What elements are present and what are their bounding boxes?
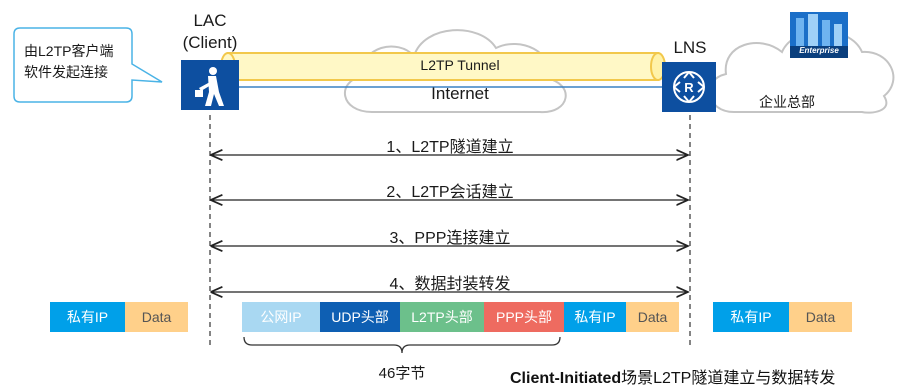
enterprise-label: 企业总部 [759, 94, 815, 110]
header-brace [243, 336, 561, 354]
left-packet-private-ip: 私有IP [50, 302, 125, 332]
callout-text: 由L2TP客户端 软件发起连接 [24, 41, 113, 83]
mid-packet-l2tp-header: L2TP头部 [400, 302, 484, 332]
lac-label-line1: LAC [193, 11, 227, 30]
callout-line-1: 由L2TP客户端 [24, 43, 114, 59]
caption-bold: Client-Initiated [510, 370, 622, 387]
callout-bubble [13, 27, 163, 103]
tunnel-label: L2TP Tunnel [420, 57, 500, 73]
enterprise-building-icon [790, 12, 848, 58]
diagram-caption: Client-Initiated场景L2TP隧道建立与数据转发 [510, 364, 835, 388]
callout-line-2: 软件发起连接 [24, 64, 108, 80]
right-packet-private-ip: 私有IP [713, 302, 789, 332]
svg-text:R: R [684, 80, 694, 95]
step-4-label: 4、数据封装转发 [389, 276, 511, 293]
step-3-label: 3、PPP连接建立 [389, 230, 511, 247]
right-packet-data: Data [789, 302, 852, 332]
lac-label-line2: (Client) [182, 33, 238, 52]
mid-packet-public-ip: 公网IP [242, 302, 320, 332]
enterprise-logo-text: Enterprise [799, 46, 839, 55]
mid-packet-private-ip: 私有IP [564, 302, 626, 332]
caption-rest: 场景L2TP隧道建立与数据转发 [621, 370, 836, 387]
step-1-label: 1、L2TP隧道建立 [386, 139, 514, 156]
mid-packet-udp-header: UDP头部 [320, 302, 400, 332]
lac-label: LAC (Client) [160, 10, 260, 54]
mid-packet-data: Data [626, 302, 679, 332]
step-2-label: 2、L2TP会话建立 [386, 184, 514, 201]
internet-label: Internet [431, 84, 489, 103]
lac-client-icon [181, 60, 239, 110]
left-packet-data: Data [125, 302, 188, 332]
mid-packet-ppp-header: PPP头部 [484, 302, 564, 332]
lns-router-icon: R [662, 62, 716, 112]
header-size-label: 46字节 [378, 365, 426, 382]
lns-label: LNS [673, 38, 707, 57]
